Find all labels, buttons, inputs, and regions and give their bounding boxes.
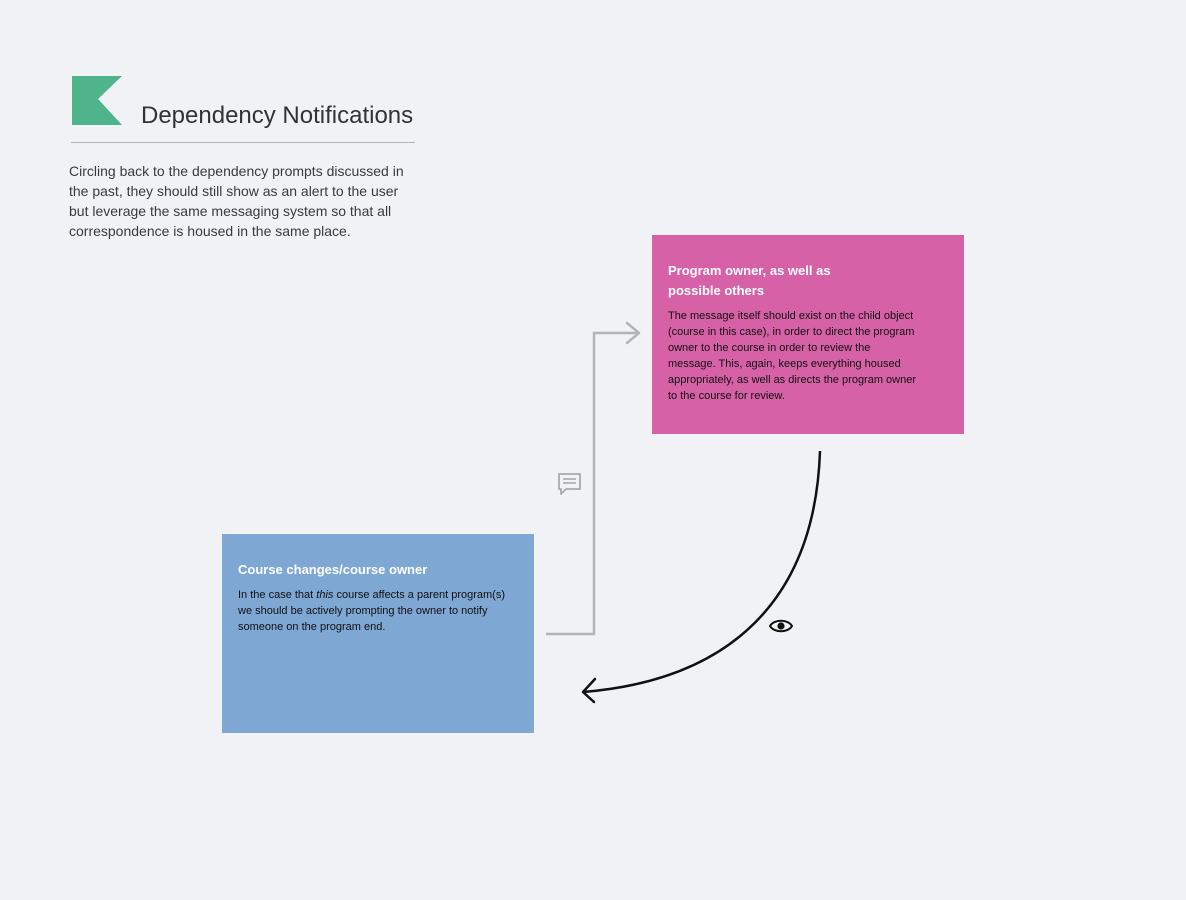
eye-icon	[768, 619, 794, 633]
course-body-emphasis: this	[316, 589, 334, 601]
logo-flag-icon	[72, 76, 122, 125]
course-body-part-1: In the case that	[238, 589, 317, 601]
intro-paragraph: Circling back to the dependency prompts …	[69, 163, 404, 239]
message-icon	[558, 473, 581, 495]
view-connector	[581, 450, 822, 704]
program-owner-card-body: The message itself should exist on the c…	[668, 310, 917, 402]
course-owner-card[interactable]: Course changes/course owner In the case …	[222, 534, 534, 733]
program-owner-card-title: Program owner, as well as possible other…	[668, 263, 831, 298]
page-title: Dependency Notifications	[141, 102, 414, 129]
course-owner-card-body: In the case that this course affects a p…	[238, 587, 508, 635]
program-owner-card[interactable]: Program owner, as well as possible other…	[652, 235, 964, 434]
title-divider	[71, 142, 415, 143]
course-body-part-2: course affects a parent program(s) we sh…	[238, 589, 506, 633]
course-owner-card-title: Course changes/course owner	[238, 562, 428, 577]
